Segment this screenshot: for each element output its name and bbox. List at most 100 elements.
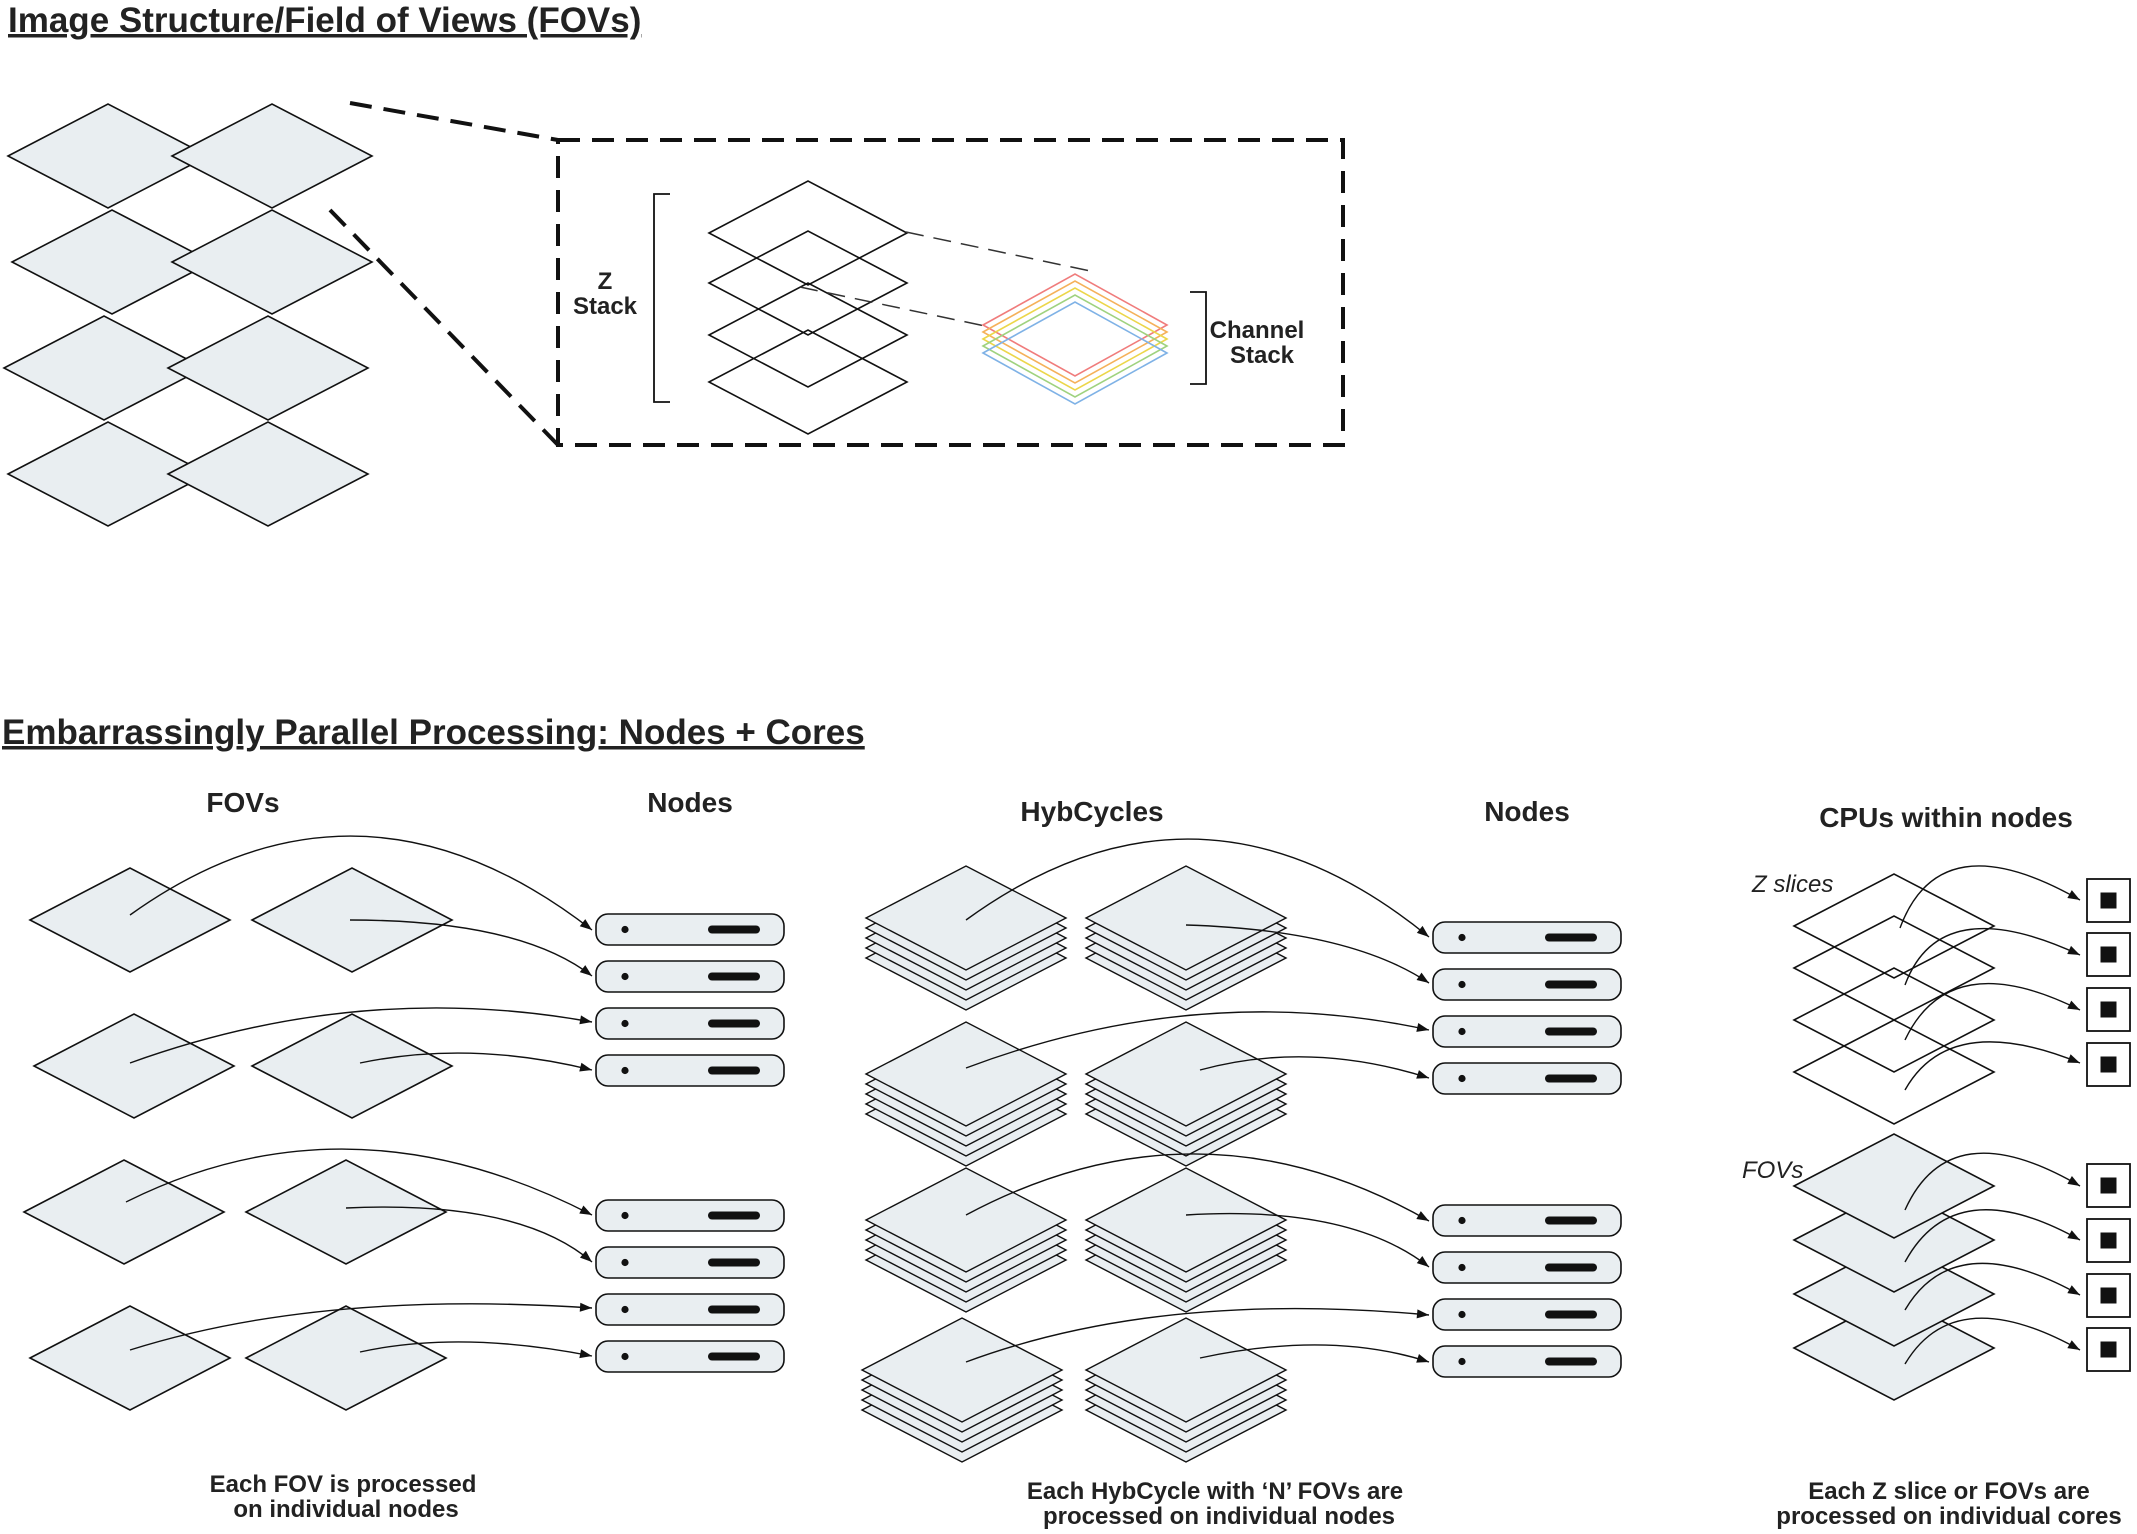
node-server-6-led <box>1458 1263 1466 1272</box>
slice-connector-top <box>905 231 1096 273</box>
channel-plane-4 <box>981 294 1169 398</box>
cpu-fov-arrow-2 <box>1904 1209 2081 1263</box>
cpu-core-z-4-chip <box>2100 1056 2117 1073</box>
node-server-4-drive <box>1545 1074 1597 1083</box>
z-stack-label-line2: Stack <box>573 293 638 320</box>
channel-stack-label-line1: Channel <box>1210 317 1305 344</box>
node-server-7 <box>1432 1298 1622 1331</box>
node-server-8-led <box>621 1352 629 1361</box>
parallel-processing-title: Embarrassingly Parallel Processing: Node… <box>2 713 865 752</box>
node-server-4-drive <box>708 1066 760 1075</box>
hyb-stack-7-layer-5 <box>860 1317 1064 1423</box>
fov-to-node-arrow-8-head <box>579 1349 592 1359</box>
node-server-3 <box>595 1007 785 1040</box>
node-server-6-drive <box>1545 1263 1597 1272</box>
cpu-z-arrow-2-head <box>2067 945 2080 955</box>
channel-plane-3 <box>981 287 1169 391</box>
node-server-1-drive <box>708 925 760 934</box>
z-plane-2 <box>707 282 909 388</box>
node-server-2 <box>1432 968 1622 1001</box>
hyb-to-node-arrow-6 <box>1185 1212 1430 1268</box>
cpu-fov-arrow-2-head <box>2067 1230 2080 1240</box>
fov-tile-4 <box>250 1013 454 1119</box>
node-server-2-drive <box>1545 980 1597 989</box>
fov-to-node-arrow-2 <box>349 919 593 977</box>
channel-stack <box>981 273 1169 405</box>
cpu-z-slice-1 <box>1792 1019 1996 1125</box>
cpu-z-arrow-1 <box>1899 865 2081 929</box>
fov-tile-5 <box>22 1159 226 1265</box>
cpu-core-z-3-chip <box>2100 1001 2117 1018</box>
cpu-fovs-label: FOVs <box>1742 1157 1803 1184</box>
node-server-8-drive <box>1545 1357 1597 1366</box>
node-server-5 <box>595 1199 785 1232</box>
node-server-5-led <box>621 1211 629 1220</box>
z-stack-bracket <box>653 193 670 403</box>
cpu-z-arrow-4-head <box>2067 1054 2080 1063</box>
hyb-stack-4-layer-5 <box>1084 1021 1288 1127</box>
hyb-to-node-arrow-1-head <box>1416 925 1429 937</box>
hyb-to-node-arrow-5 <box>965 1153 1430 1222</box>
fov-tile-7 <box>28 1305 232 1411</box>
cpu-core-fov-4 <box>2086 1327 2131 1372</box>
fov-tile-3 <box>32 1013 236 1119</box>
cpu-core-group <box>1792 865 2131 1401</box>
cpu-fov-arrow-4-head <box>2067 1340 2080 1350</box>
node-server-1-led <box>621 925 629 934</box>
channel-plane-2 <box>981 280 1169 384</box>
hyb-to-node-arrow-2 <box>1185 924 1430 984</box>
fov-caption-line2: on individual nodes <box>233 1496 458 1523</box>
fov-caption-line1: Each FOV is processed <box>210 1471 477 1498</box>
fov-to-node-arrow-7 <box>129 1303 593 1351</box>
node-server-2-drive <box>708 972 760 981</box>
cpu-fov-arrow-3-head <box>2067 1285 2080 1295</box>
fov-to-node-arrow-4-head <box>579 1062 592 1072</box>
fov-tile-8 <box>166 421 370 527</box>
hyb-to-node-arrow-8 <box>1199 1344 1430 1363</box>
hyb-to-node-arrow-7 <box>965 1307 1430 1363</box>
fov-to-node-arrow-8 <box>359 1341 593 1357</box>
node-server-3-drive <box>1545 1027 1597 1036</box>
cpu-z-slice-2 <box>1792 967 1996 1073</box>
node-server-3-drive <box>708 1019 760 1028</box>
fov-to-node-arrow-4 <box>359 1052 593 1071</box>
fov-to-node-arrow-6-head <box>579 1250 592 1262</box>
hyb-to-node-arrow-7-head <box>1416 1309 1429 1319</box>
node-server-1-led <box>1458 933 1466 942</box>
hybcycle-node-group <box>860 838 1622 1463</box>
cpu-fov-arrow-1 <box>1904 1152 2081 1211</box>
nodes-column-title-2: Nodes <box>1484 796 1570 827</box>
cpu-core-fov-1-chip <box>2100 1177 2117 1194</box>
hyb-stack-5-layer-5 <box>864 1167 1068 1273</box>
node-server-8 <box>1432 1345 1622 1378</box>
z-plane-3 <box>707 230 909 336</box>
node-server-2 <box>595 960 785 993</box>
fov-grid <box>2 103 374 527</box>
hyb-stack-2-layer-5 <box>1084 865 1288 971</box>
node-server-6-led <box>621 1258 629 1267</box>
hyb-to-node-arrow-8-head <box>1416 1354 1429 1363</box>
node-server-1-drive <box>1545 933 1597 942</box>
zoom-connector-top <box>349 101 559 142</box>
channel-plane-1 <box>981 273 1169 377</box>
cpu-z-slice-3 <box>1792 915 1996 1021</box>
fov-to-node-arrow-2-head <box>579 965 592 976</box>
z-stack-label-line1: Z <box>598 268 613 295</box>
node-server-4 <box>595 1054 785 1087</box>
zoom-callout: Z Stack Channel Stack <box>328 101 1345 447</box>
cpu-z-arrow-2 <box>1904 928 2081 986</box>
cpu-z-arrow-1-head <box>2067 890 2080 900</box>
hyb-to-node-arrow-3 <box>965 1011 1430 1069</box>
fov-to-node-arrow-1 <box>129 835 593 931</box>
node-server-8-led <box>1458 1357 1466 1366</box>
hyb-to-node-arrow-6-head <box>1416 1256 1429 1267</box>
channel-plane-5 <box>981 301 1169 405</box>
zoom-box <box>556 138 1345 447</box>
node-server-5-drive <box>708 1211 760 1220</box>
node-server-7-drive <box>708 1305 760 1314</box>
image-structure-title: Image Structure/Field of Views (FOVs) <box>8 1 641 40</box>
cpu-fov-arrow-1-head <box>2067 1176 2080 1186</box>
cpu-z-slice-4 <box>1792 873 1996 979</box>
z-plane-4 <box>707 180 909 286</box>
hyb-to-node-arrow-4 <box>1199 1056 1430 1079</box>
